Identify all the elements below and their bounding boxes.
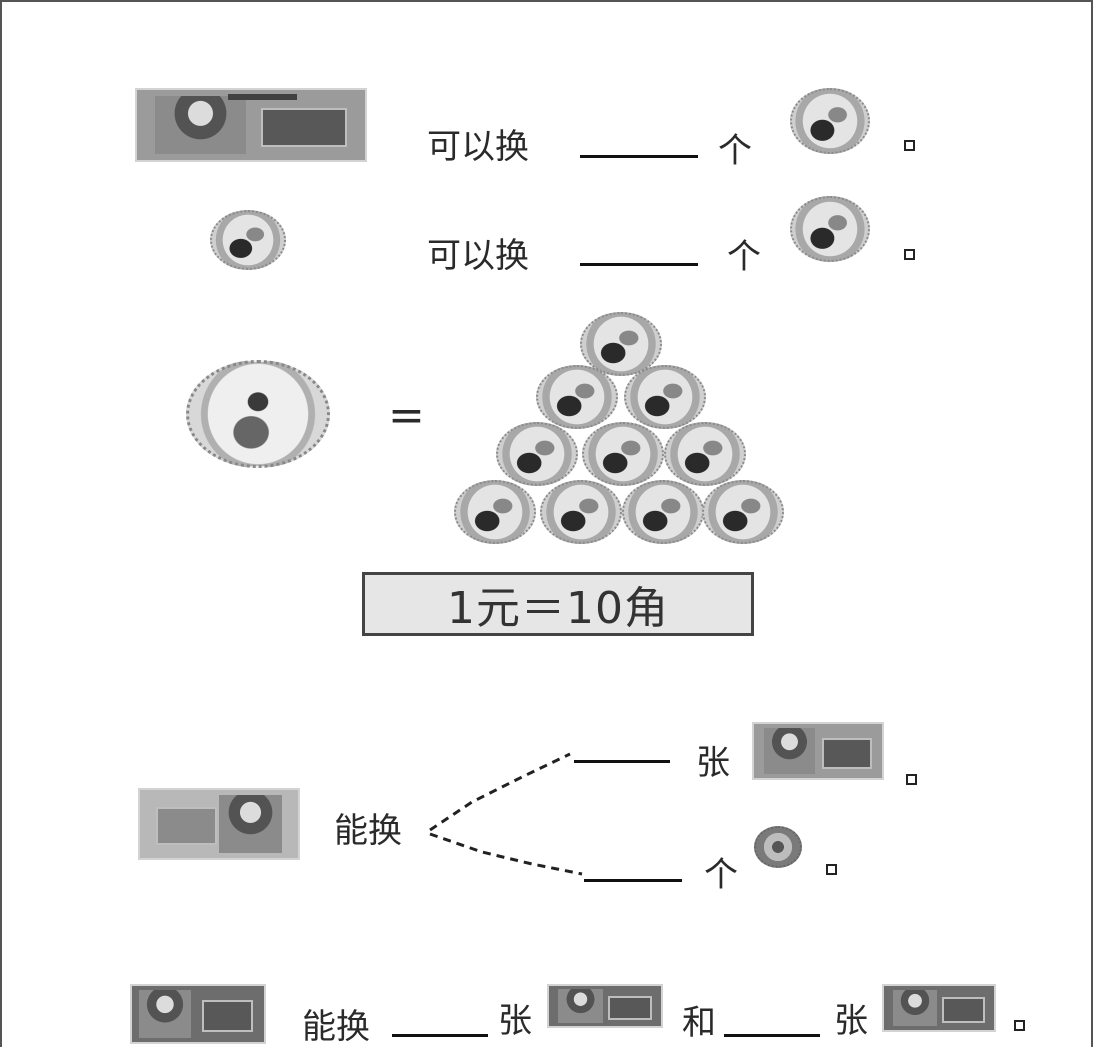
row1-answer-blank[interactable]: [580, 155, 698, 158]
row4-bottom-answer-blank[interactable]: [584, 879, 682, 882]
coin-1-yuan: [186, 360, 330, 468]
row5-second-answer-blank[interactable]: [724, 1034, 820, 1037]
equals-sign: =: [388, 390, 425, 441]
banknote-5-jiao: [547, 984, 663, 1028]
banknote-1-yuan: [130, 984, 266, 1044]
row2-verb: 可以换: [427, 236, 529, 276]
row4-top-period: [906, 774, 917, 785]
row2-period: [904, 249, 915, 260]
pyramid-coin: [582, 422, 664, 486]
banknote-1-jiao: [752, 722, 884, 780]
row1-verb: 可以换: [427, 127, 529, 167]
banknote-5-jiao: [138, 788, 300, 860]
pyramid-coin: [496, 422, 578, 486]
pyramid-coin: [624, 365, 706, 429]
row2-answer-blank[interactable]: [580, 263, 698, 266]
pyramid-coin: [664, 422, 746, 486]
conversion-equation: 1元＝10角: [447, 583, 669, 634]
pyramid-coin: [580, 312, 662, 376]
pyramid-coin: [622, 480, 704, 544]
coin-5-fen: [754, 826, 802, 868]
row5-conjunction: 和: [682, 1003, 716, 1043]
row4-verb: 能换: [334, 811, 402, 851]
row5-verb: 能换: [302, 1007, 370, 1047]
row5-unit1: 张: [498, 1001, 532, 1041]
row1-period: [904, 140, 915, 151]
conversion-equation-box: 1元＝10角: [362, 572, 754, 636]
row4-bottom-unit: 个: [704, 855, 738, 895]
pyramid-coin: [702, 480, 784, 544]
pyramid-coin: [454, 480, 536, 544]
coin-1-fen: [790, 88, 870, 154]
row5-period: [1014, 1020, 1025, 1031]
banknote-5-jiao: [882, 984, 996, 1032]
banknote-1-jiao: [135, 88, 367, 162]
coin-1-fen: [790, 196, 870, 262]
row5-first-answer-blank[interactable]: [392, 1034, 488, 1037]
row4-bottom-period: [826, 864, 837, 875]
row5-unit2: 张: [834, 1001, 868, 1041]
row1-unit: 个: [718, 131, 752, 171]
pyramid-coin: [540, 480, 622, 544]
row4-top-unit: 张: [696, 743, 730, 783]
coin-1-jiao: [210, 210, 286, 270]
pyramid-coin: [536, 365, 618, 429]
row4-top-answer-blank[interactable]: [574, 760, 670, 763]
row2-unit: 个: [727, 237, 761, 277]
